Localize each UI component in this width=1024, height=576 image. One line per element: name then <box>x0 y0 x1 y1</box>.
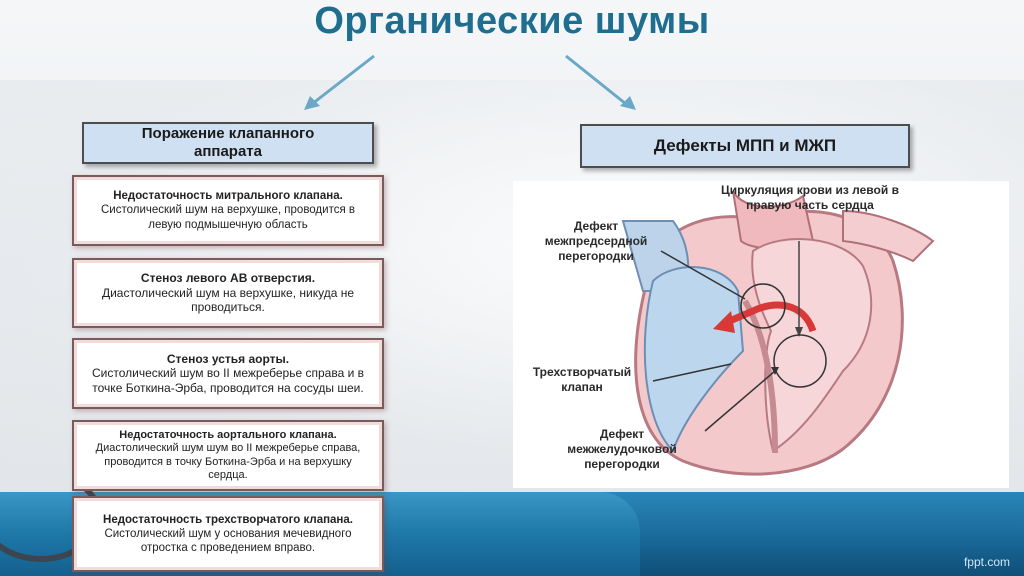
heart-illustration: Циркуляция крови из левой в правую часть… <box>513 181 1009 488</box>
card-heading: Недостаточность аортального клапана. <box>84 429 372 443</box>
valve-lesion-header-label: Поражение клапанного аппарата <box>124 125 332 161</box>
card-text: Систолический шум у основания мечевидног… <box>84 527 372 555</box>
card-aortic-stenosis: Стеноз устья аорты. Систолический шум во… <box>72 338 384 409</box>
page-title: Органические шумы <box>0 0 1024 43</box>
circulation-label: Циркуляция крови из левой в правую часть… <box>705 183 915 213</box>
card-text: Систолический шум на верхушке, проводитс… <box>84 203 372 232</box>
vsd-label: Дефект межжелудочковой перегородки <box>547 427 697 472</box>
card-text: Диастолический шум шум во II межреберье … <box>84 442 372 483</box>
card-text: Диастолический шум на верхушке, никуда н… <box>84 286 372 315</box>
septal-defects-header-label: Дефекты МПП и МЖП <box>654 136 836 156</box>
footer-watermark: fppt.com <box>964 555 1010 569</box>
septal-defects-header: Дефекты МПП и МЖП <box>580 124 910 168</box>
card-heading: Недостаточность трехстворчатого клапана. <box>84 513 372 527</box>
left-arrow-icon <box>300 52 380 114</box>
tricuspid-label: Трехстворчатый клапан <box>527 365 637 395</box>
right-arrow-icon <box>560 52 640 114</box>
card-heading: Стеноз левого АВ отверстия. <box>84 271 372 286</box>
card-heading: Недостаточность митрального клапана. <box>84 189 372 204</box>
asd-label: Дефект межпредсердной перегородки <box>521 219 671 264</box>
card-heading: Стеноз устья аорты. <box>84 352 372 367</box>
valve-lesion-header: Поражение клапанного аппарата <box>82 122 374 164</box>
card-mitral-insufficiency: Недостаточность митрального клапана. Сис… <box>72 175 384 246</box>
card-text: Систолический шум во II межреберье справ… <box>84 366 372 395</box>
card-tricuspid-insufficiency: Недостаточность трехстворчатого клапана.… <box>72 496 384 572</box>
card-aortic-insufficiency: Недостаточность аортального клапана. Диа… <box>72 420 384 491</box>
card-mitral-stenosis: Стеноз левого АВ отверстия. Диастолическ… <box>72 258 384 328</box>
